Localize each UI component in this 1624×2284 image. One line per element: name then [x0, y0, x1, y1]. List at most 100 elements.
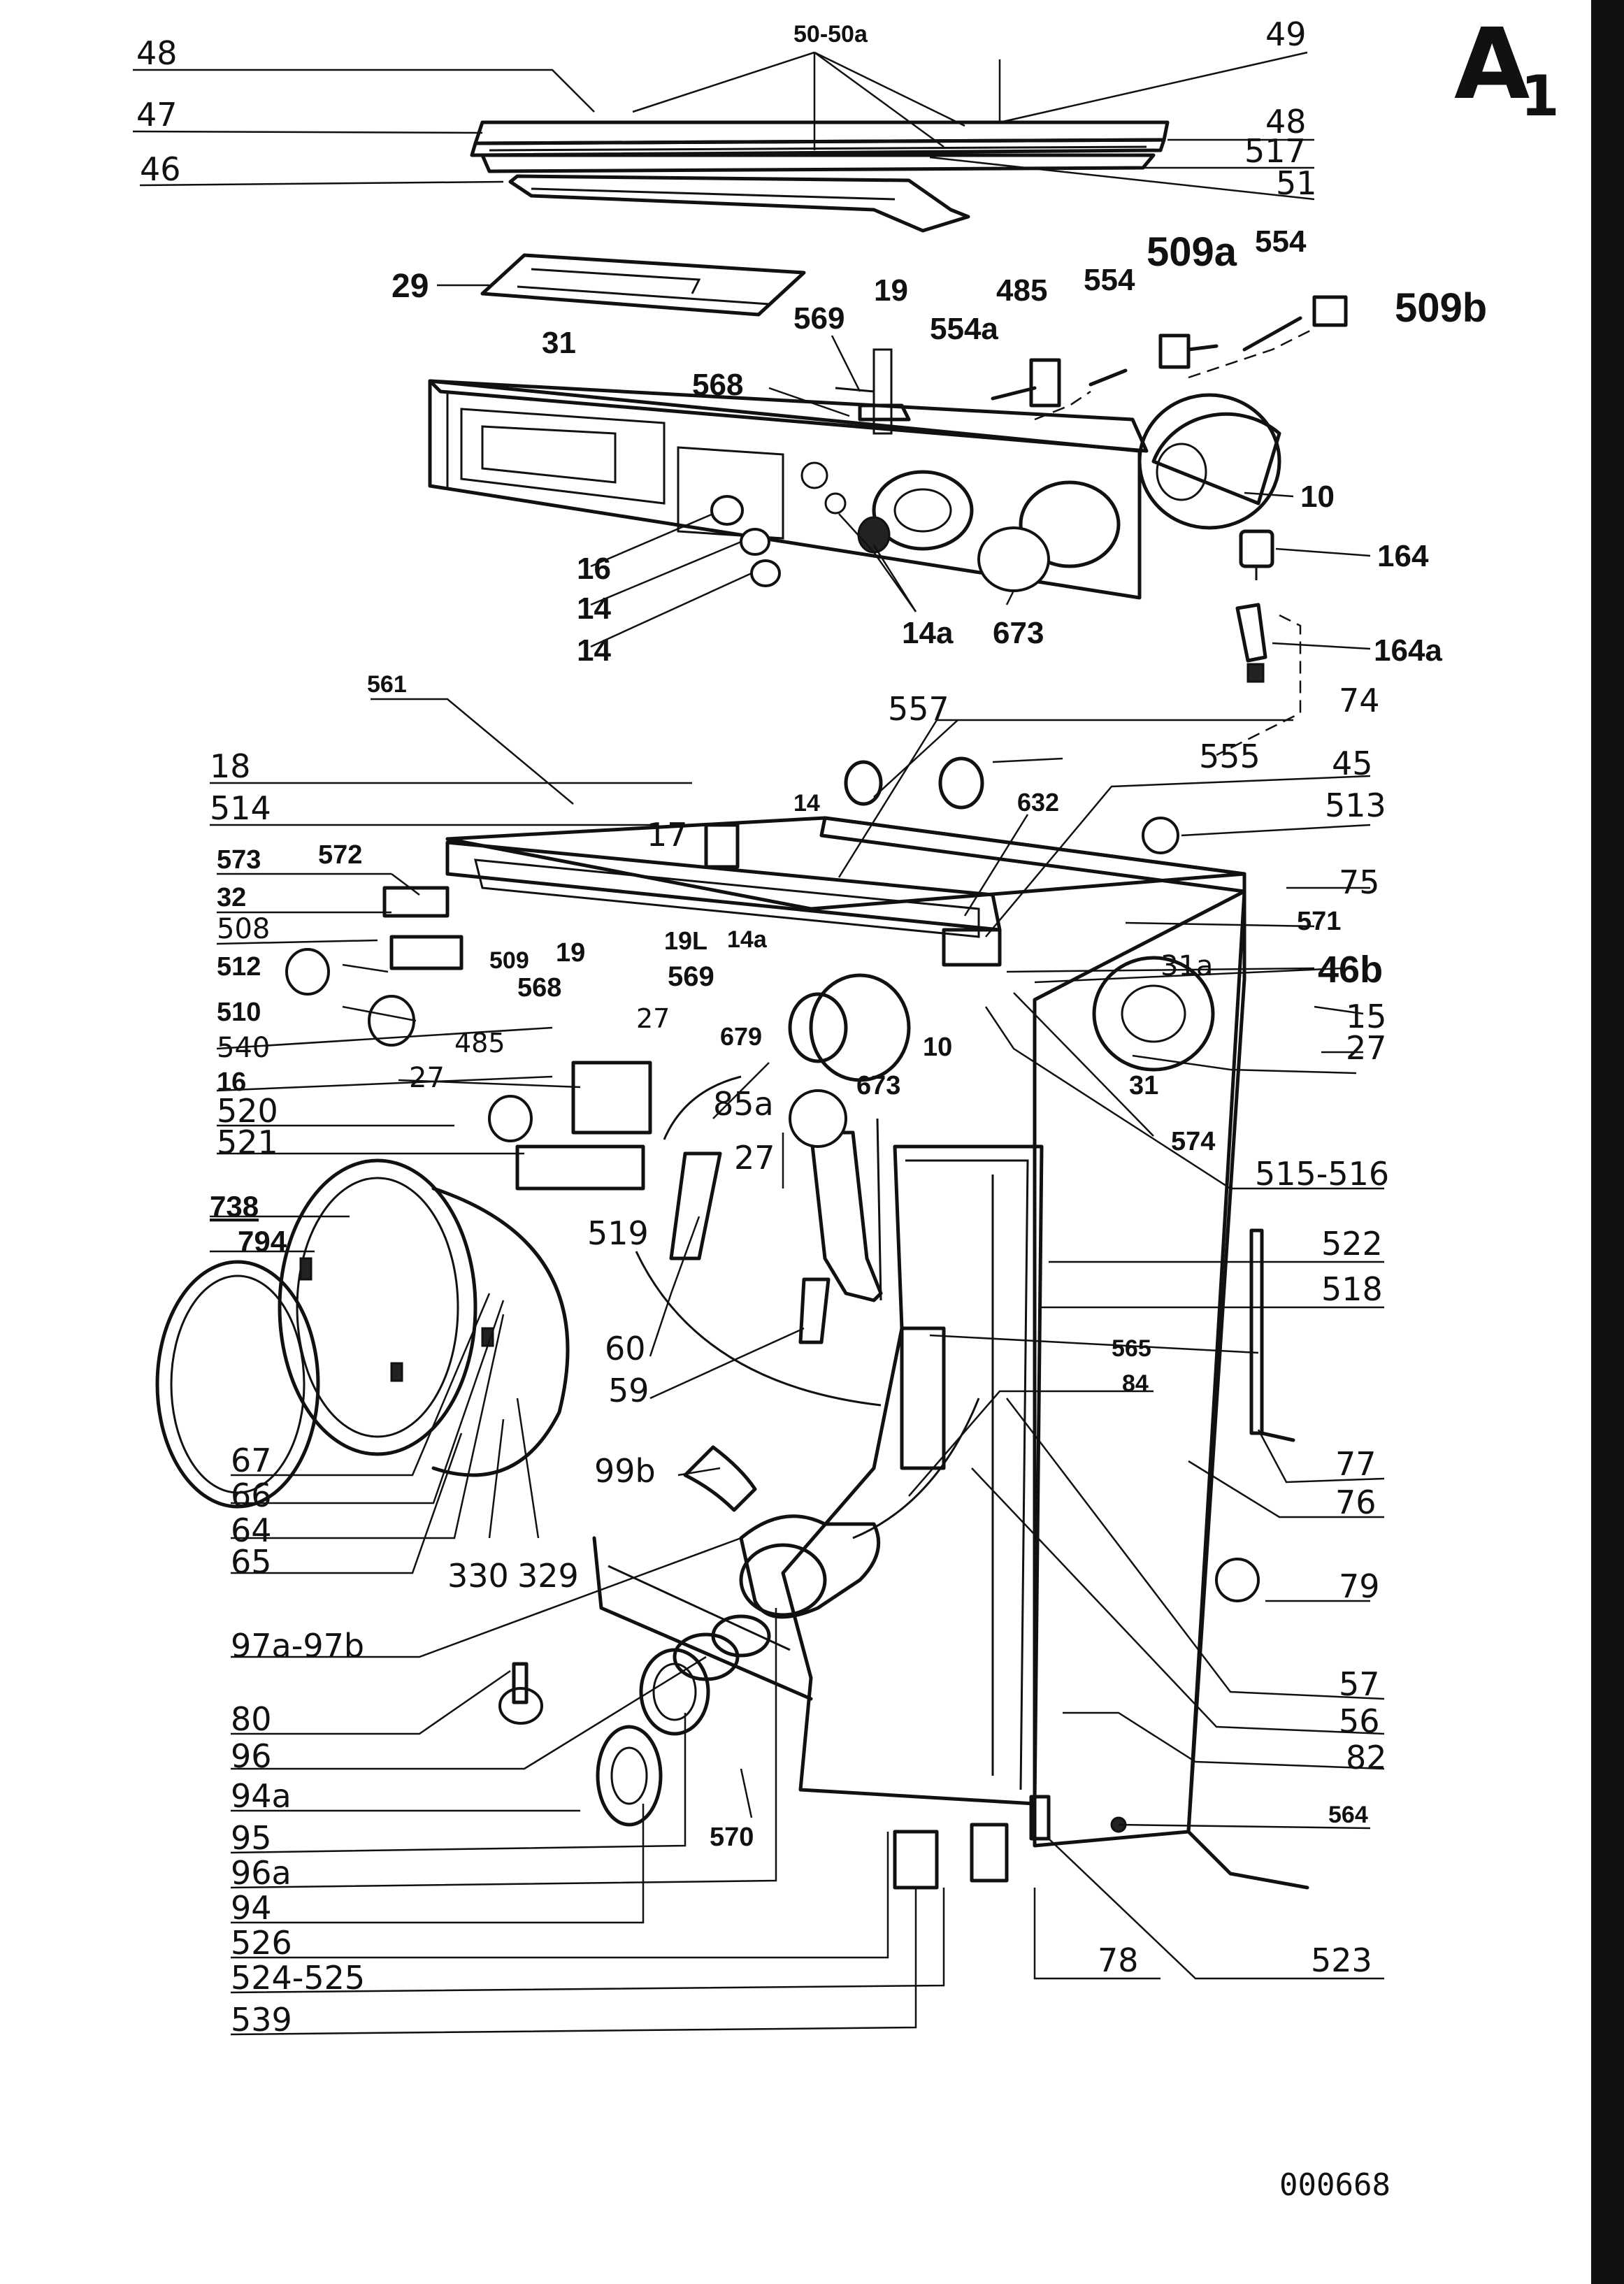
pump-assembly: [596, 1445, 881, 1827]
label-50-50a: 50-50a: [793, 21, 868, 48]
label-557: 557: [888, 690, 949, 728]
label-14-cabinet: 14: [793, 790, 820, 817]
leader-lines: [132, 51, 1385, 2036]
label-526: 526: [231, 1924, 292, 1962]
label-29: 29: [391, 268, 429, 305]
label-32: 32: [217, 883, 246, 912]
label-515-516: 515-516: [1255, 1155, 1389, 1193]
label-673-top: 673: [993, 616, 1044, 650]
page-edge-bar: [1591, 0, 1624, 2284]
label-85a: 85a: [713, 1085, 774, 1123]
label-31-cabinet: 31: [1129, 1071, 1158, 1100]
label-79: 79: [1339, 1567, 1380, 1605]
label-48-right: 48: [1265, 103, 1307, 141]
label-555: 555: [1199, 738, 1260, 775]
label-10-knob: 10: [1300, 480, 1335, 514]
label-27-c: 27: [409, 1062, 445, 1094]
knob-10: [1137, 393, 1281, 530]
label-679: 679: [720, 1022, 762, 1051]
label-75: 75: [1339, 863, 1380, 901]
label-632: 632: [1017, 788, 1059, 817]
label-46b: 46b: [1318, 949, 1383, 991]
label-14a-cabinet: 14a: [727, 926, 768, 953]
label-84: 84: [1122, 1370, 1149, 1397]
label-18: 18: [210, 747, 251, 785]
label-329: 329: [517, 1557, 579, 1595]
label-67: 67: [231, 1442, 272, 1479]
label-509a: 509a: [1147, 229, 1237, 275]
label-573: 573: [217, 845, 261, 875]
label-80: 80: [231, 1700, 272, 1738]
label-513: 513: [1325, 787, 1386, 824]
label-74: 74: [1339, 682, 1380, 719]
label-509-cabinet: 509: [489, 947, 529, 974]
label-31-panel: 31: [542, 326, 576, 360]
label-509b: 509b: [1395, 285, 1487, 331]
hose-85a: [809, 1118, 883, 1302]
label-49: 49: [1265, 15, 1307, 53]
label-19-cabinet: 19: [556, 938, 585, 968]
label-523: 523: [1311, 1941, 1372, 1979]
control-panel-31: [428, 379, 1149, 600]
cabinet-frame: [445, 816, 1309, 1890]
label-517: 517: [1244, 132, 1306, 170]
label-554a-top: 554a: [930, 312, 998, 346]
label-16-top: 16: [577, 552, 611, 586]
label-571: 571: [1297, 907, 1341, 936]
label-574: 574: [1171, 1127, 1215, 1156]
label-485-top: 485: [996, 273, 1047, 308]
label-56: 56: [1339, 1702, 1380, 1740]
label-569-top: 569: [793, 301, 845, 336]
label-540: 540: [217, 1032, 270, 1064]
label-60: 60: [605, 1330, 646, 1367]
label-27-d: 27: [734, 1139, 775, 1177]
label-519: 519: [587, 1214, 649, 1252]
label-51: 51: [1276, 164, 1317, 202]
label-508: 508: [217, 913, 270, 945]
label-570: 570: [710, 1823, 754, 1852]
label-97a-97b: 97a-97b: [231, 1627, 364, 1665]
label-164a: 164a: [1374, 633, 1442, 668]
label-565: 565: [1112, 1335, 1151, 1362]
plate-letter: A: [1454, 8, 1530, 122]
label-521: 521: [217, 1123, 278, 1161]
label-539: 539: [231, 2001, 292, 2039]
label-99b: 99b: [594, 1452, 656, 1490]
label-57: 57: [1339, 1665, 1380, 1703]
label-65: 65: [231, 1543, 272, 1581]
label-14-a: 14: [577, 591, 611, 626]
label-512: 512: [217, 952, 261, 982]
label-738: 738: [210, 1190, 259, 1223]
label-27-b: 27: [1346, 1029, 1387, 1067]
label-27-a: 27: [636, 1003, 670, 1034]
label-59: 59: [608, 1372, 649, 1409]
label-524-525: 524-525: [231, 1959, 365, 1997]
label-554-mid: 554: [1084, 263, 1135, 297]
label-572: 572: [318, 840, 362, 870]
label-10-cabinet: 10: [923, 1033, 952, 1062]
label-82: 82: [1346, 1739, 1387, 1776]
label-14-b: 14: [577, 633, 611, 668]
label-520: 520: [217, 1092, 278, 1130]
label-561: 561: [367, 671, 407, 698]
label-568-top: 568: [692, 368, 743, 402]
label-569-cabinet: 569: [668, 961, 714, 992]
label-514: 514: [210, 789, 271, 827]
label-14a-top: 14a: [902, 616, 954, 650]
label-164: 164: [1377, 539, 1429, 573]
door-assembly: [155, 1158, 570, 1509]
label-15: 15: [1346, 998, 1387, 1035]
label-564: 564: [1328, 1802, 1368, 1828]
label-568-cabinet: 568: [517, 973, 561, 1003]
label-554-right: 554: [1255, 224, 1307, 259]
label-46: 46: [140, 150, 181, 188]
label-510: 510: [217, 998, 261, 1027]
shelf-29: [480, 253, 806, 317]
label-94: 94: [231, 1889, 272, 1927]
label-31a: 31a: [1160, 950, 1213, 982]
control-switches: [835, 295, 1348, 435]
plate-subscript: 1: [1521, 64, 1560, 129]
part-labels: 48 47 46 50-50a 49 48 517 51 29 569 19 4…: [136, 15, 1487, 2039]
label-66: 66: [231, 1477, 272, 1514]
